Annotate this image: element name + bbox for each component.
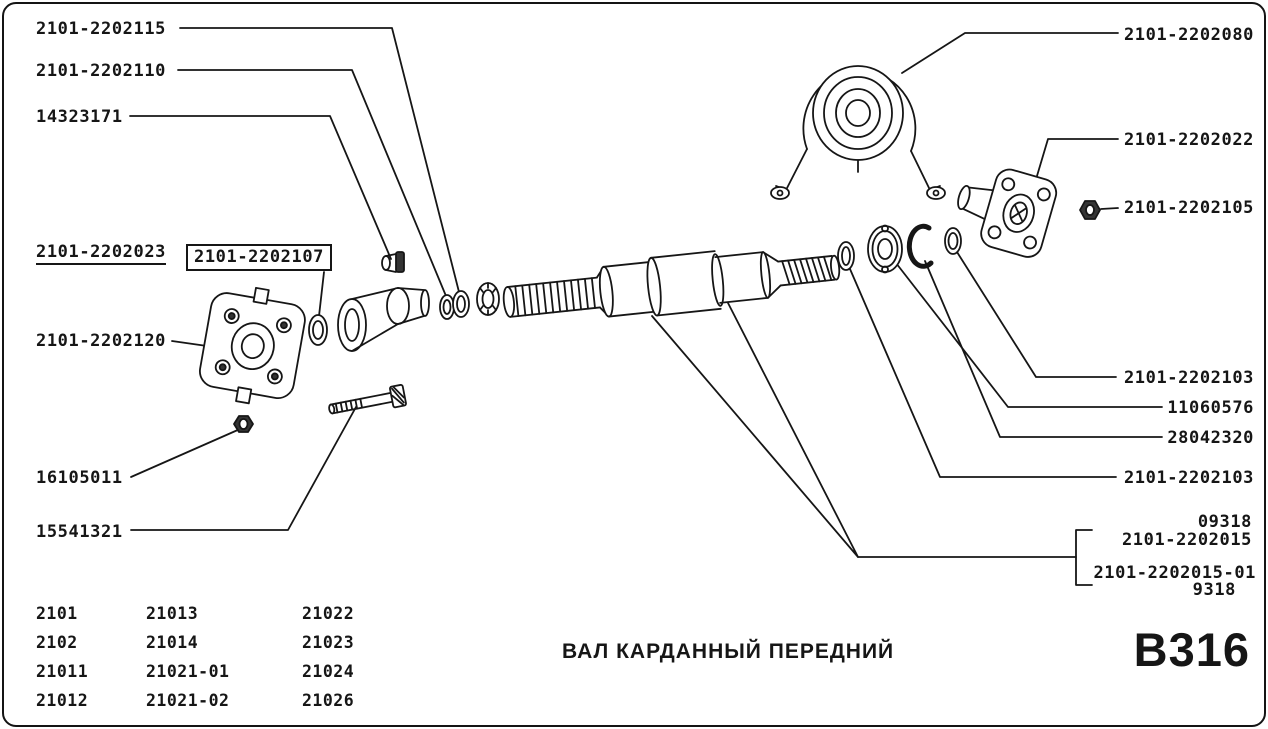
part-label-2101-2202110: 2101-2202110 [36, 61, 167, 81]
part-label-2101-2202105: 2101-2202105 [1123, 198, 1254, 218]
model-code-cell: 21022 [302, 604, 355, 623]
model-code-cell: 21011 [36, 662, 89, 681]
center-support-drawing [770, 65, 946, 200]
driveshaft-shaft-drawing [502, 250, 841, 318]
model-code-cell: 2102 [36, 633, 78, 652]
part-label-2101-2202015: 2101-2202015 [1121, 530, 1252, 550]
part-label-2101-2202023: 2101-2202023 [36, 243, 167, 265]
model-code-cell: 21026 [302, 691, 355, 710]
model-applicability-table: 2101 21013 21022 2102 21014 21023 21011 … [36, 604, 402, 720]
part-label-2101-2202107: 2101-2202107 [186, 244, 333, 271]
seal-rings-drawing [439, 290, 470, 320]
part-label-2101-2202022: 2101-2202022 [1123, 130, 1254, 150]
seal-ring-2202107-drawing [308, 314, 328, 346]
model-code-cell: 21012 [36, 691, 89, 710]
part-label-2101-2202015-01: 2101-2202015-01 [1093, 563, 1256, 583]
part-label-16105011: 16105011 [36, 468, 123, 488]
part-label-11060576: 11060576 [1167, 398, 1254, 418]
flange-assembly-drawing [199, 286, 306, 405]
part-label-2101-2202120: 2101-2202120 [36, 331, 167, 351]
bolt-15541321-drawing [328, 383, 407, 415]
part-label-2101-2202080: 2101-2202080 [1123, 25, 1254, 45]
model-code-cell: 21014 [146, 633, 199, 652]
part-label-2101-2202103-front: 2101-2202103 [1123, 468, 1254, 488]
snap-ring-28042320-drawing [906, 223, 934, 269]
nut-16105011-drawing [233, 415, 254, 433]
part-label-28042320: 28042320 [1167, 428, 1254, 448]
part-label-2101-2202115: 2101-2202115 [36, 19, 167, 39]
model-code-cell: 21023 [302, 633, 355, 652]
bolt-14323171-drawing [381, 251, 405, 273]
seal-2202103-rear-drawing [944, 227, 962, 255]
group-bracket [1075, 529, 1093, 586]
part-label-9318: 9318 [1192, 580, 1236, 600]
part-label-14323171: 14323171 [36, 107, 123, 127]
nut-2202105-drawing [1079, 200, 1101, 220]
model-code-cell: 21021-01 [146, 662, 230, 681]
front-yoke-drawing [337, 287, 430, 352]
page-title: ВАЛ КАРДАННЫЙ ПЕРЕДНИЙ [562, 640, 895, 663]
splined-washer-drawing [476, 282, 500, 316]
model-code-cell: 21021-02 [146, 691, 230, 710]
page-code: В316 [1133, 623, 1250, 676]
part-label-15541321: 15541321 [36, 522, 123, 542]
rear-flange-yoke-drawing [957, 168, 1058, 258]
part-label-2101-2202103-rear: 2101-2202103 [1123, 368, 1254, 388]
seal-2202103-front-drawing [837, 241, 855, 271]
bearing-11060576-drawing [867, 224, 903, 274]
part-label-09318: 09318 [1197, 512, 1252, 532]
model-code-cell: 2101 [36, 604, 78, 623]
model-code-cell: 21013 [146, 604, 199, 623]
model-code-cell: 21024 [302, 662, 355, 681]
leader-lines [129, 27, 1163, 586]
